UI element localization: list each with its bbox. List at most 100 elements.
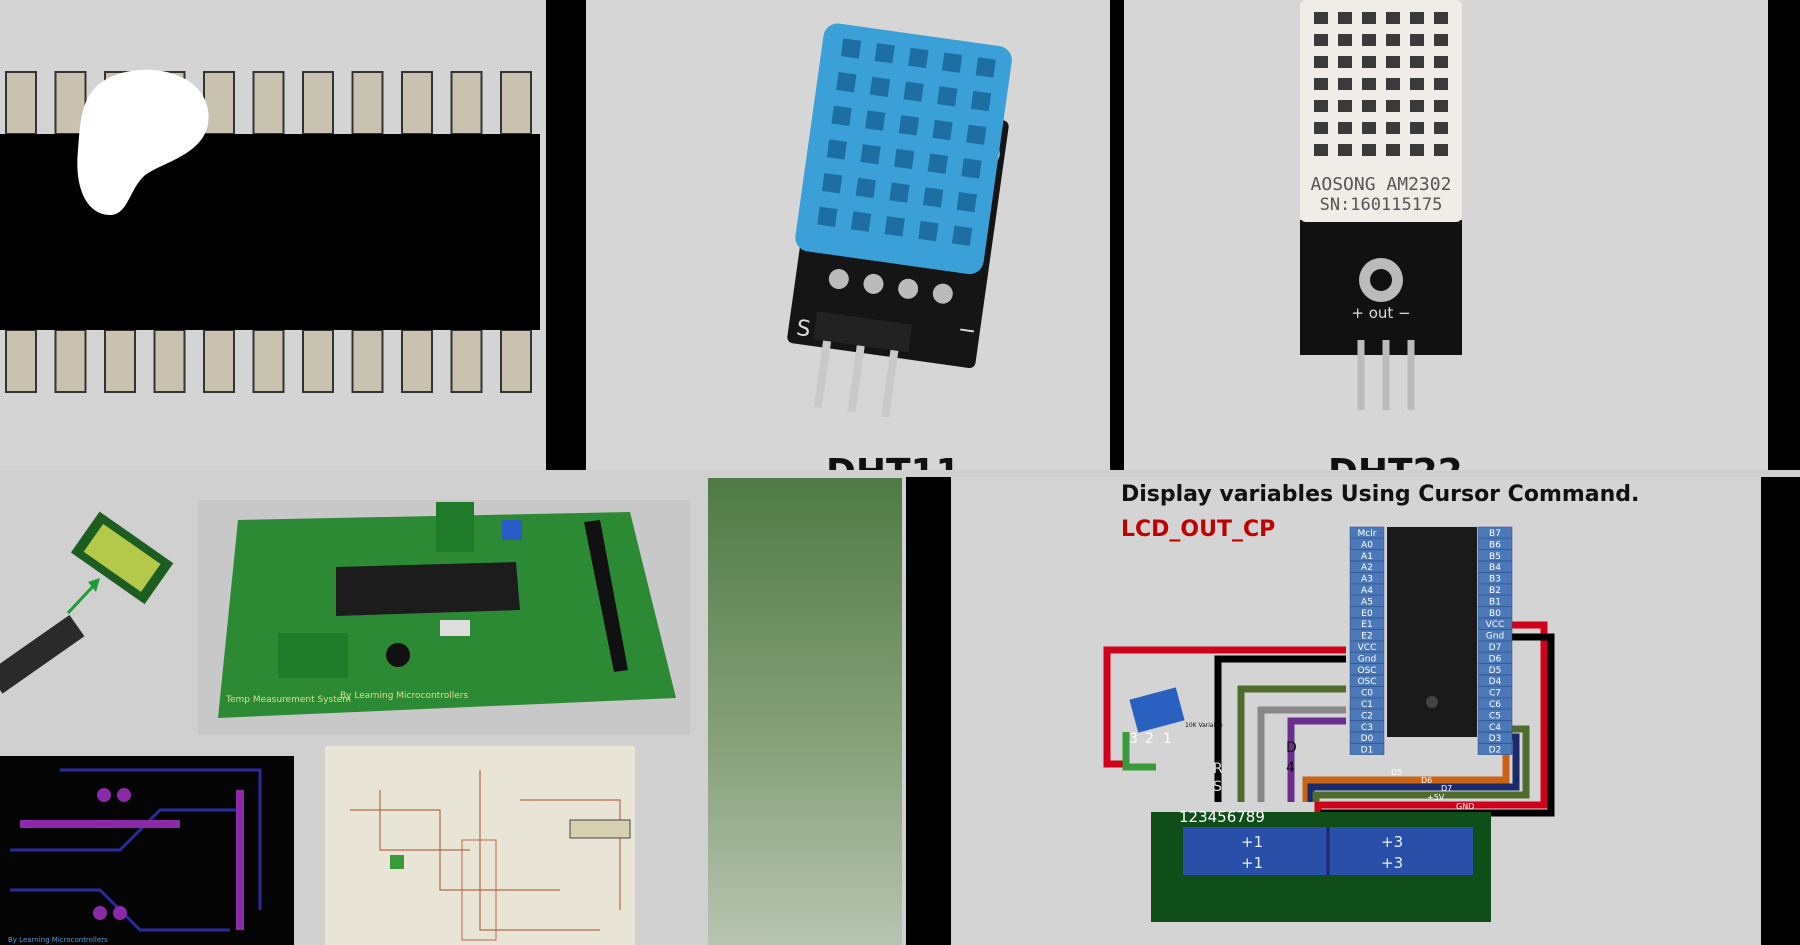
dht11-minus-mark: −	[956, 317, 978, 344]
pin-label-box	[1349, 686, 1385, 698]
vent-hole	[1338, 56, 1352, 68]
vent-hole	[1338, 122, 1352, 134]
board-collage-panel: Temp Measurement System By Learning Micr…	[0, 470, 906, 945]
vent-hole	[1434, 12, 1448, 24]
pin-label-text: B0	[1489, 609, 1501, 619]
dht22-pins	[1357, 340, 1415, 410]
pin-label-text: D3	[1489, 734, 1502, 744]
vent-hole	[903, 81, 924, 102]
svg-text:D: D	[1286, 740, 1297, 756]
svg-text:+5V: +5V	[1427, 793, 1445, 802]
vent-hole	[884, 216, 905, 237]
pin-label-box	[1349, 538, 1385, 550]
pcb-layout-footer: By Learning Microcontrollers	[8, 936, 108, 944]
pin-label-box	[1349, 572, 1385, 584]
ic-pin	[252, 71, 285, 135]
vent-hole	[1410, 56, 1424, 68]
pin-label-box	[1349, 731, 1385, 744]
svg-text:+1: +1	[1241, 833, 1263, 851]
vent-hole	[1362, 78, 1376, 90]
ic-pin	[54, 329, 87, 393]
mini-lcd-module	[70, 511, 174, 605]
pin-label-text: C3	[1361, 723, 1373, 733]
vent-hole	[922, 187, 944, 208]
vent-hole	[1410, 34, 1424, 46]
dht22-panel: AOSONG AM2302 SN:160115175 + out − DHT22	[1124, 0, 1768, 470]
pin-label-box	[1349, 709, 1385, 721]
pin-label-box	[1477, 640, 1513, 653]
vent-hole	[1434, 100, 1448, 112]
pin-label-text: D7	[1489, 643, 1502, 653]
vent-hole	[951, 225, 973, 246]
ic-chip-panel	[0, 0, 546, 470]
svg-text:D7: D7	[1441, 784, 1452, 793]
vent-hole	[1362, 100, 1376, 112]
vent-hole	[966, 124, 987, 145]
ic-pin	[302, 71, 334, 135]
pin-label-box	[1477, 731, 1513, 744]
vent-hole	[1362, 12, 1376, 24]
vent-hole	[908, 47, 929, 69]
dht11-pins	[813, 340, 899, 418]
pin-label-box	[1477, 709, 1513, 721]
am2302-brand: AOSONG AM2302	[1311, 174, 1452, 195]
divider-bar-left	[546, 0, 586, 470]
tutorial-subtitle: LCD_OUT_CP	[1121, 517, 1276, 542]
vent-hole	[1386, 12, 1400, 24]
pin-label-text: C6	[1489, 700, 1501, 710]
vent-hole	[1362, 34, 1376, 46]
pin-label-text: B5	[1489, 552, 1501, 562]
pin-label-box	[1477, 572, 1513, 584]
pin-label-text: A5	[1361, 597, 1373, 607]
vent-hole	[1362, 122, 1376, 134]
vent-hole	[1314, 34, 1328, 46]
vent-hole	[956, 191, 977, 213]
vent-hole	[1386, 122, 1400, 134]
dht22-housing	[1300, 0, 1462, 222]
svg-text:+3: +3	[1381, 833, 1403, 851]
dht22-vent-grid	[1314, 12, 1448, 156]
vent-hole	[1338, 78, 1352, 90]
ic-pin	[450, 71, 483, 135]
schematic-lcd	[569, 819, 631, 839]
vent-hole	[840, 38, 862, 59]
pot-pin-numbers: 3 2 1	[1129, 731, 1172, 747]
ic-pin	[104, 329, 136, 393]
pin-label-box	[1477, 720, 1513, 733]
dht11-sensor-image: S −	[787, 23, 1012, 418]
pin-label-box	[1349, 549, 1385, 562]
pcb-transistor	[386, 643, 410, 667]
pin-label-text: A1	[1361, 552, 1373, 562]
dht11-vent-grid	[817, 38, 996, 246]
pin-label-text: D2	[1489, 746, 1502, 756]
pin-label-box	[1477, 526, 1513, 539]
wire-labels: D5 D6 D7 +5V GND	[1391, 768, 1474, 811]
vent-hole	[865, 110, 886, 131]
pot-label: 10K Variable	[1185, 722, 1223, 729]
dht11-solder-pads	[828, 269, 953, 304]
vent-hole	[1338, 12, 1352, 24]
pin-label-text: B2	[1489, 586, 1501, 596]
divider-bar-mid	[1110, 0, 1124, 470]
svg-text:2: 2	[1145, 731, 1154, 747]
pin-label-text: B6	[1489, 540, 1501, 550]
vent-hole	[1314, 12, 1328, 24]
vent-hole	[1386, 56, 1400, 68]
pin-label-text: C0	[1361, 689, 1373, 699]
pin-label-box	[1477, 697, 1513, 710]
vent-hole	[894, 148, 915, 170]
dht22-caption: DHT22	[1328, 452, 1463, 470]
pcb-footer-left: Temp Measurement System	[225, 695, 351, 705]
vent-hole	[1314, 122, 1328, 134]
pin-label-text: VCC	[1358, 643, 1377, 653]
schematic-mcu	[461, 839, 497, 941]
am2302-serial: SN:160115175	[1320, 195, 1443, 215]
pin-label-box	[1477, 674, 1513, 687]
vent-hole	[1410, 144, 1424, 156]
svg-text:+3: +3	[1381, 854, 1403, 872]
trimpot	[1129, 687, 1185, 733]
vent-hole	[1314, 56, 1328, 68]
vent-hole	[1386, 78, 1400, 90]
vent-hole	[1338, 144, 1352, 156]
pin-label-text: A0	[1361, 540, 1373, 550]
